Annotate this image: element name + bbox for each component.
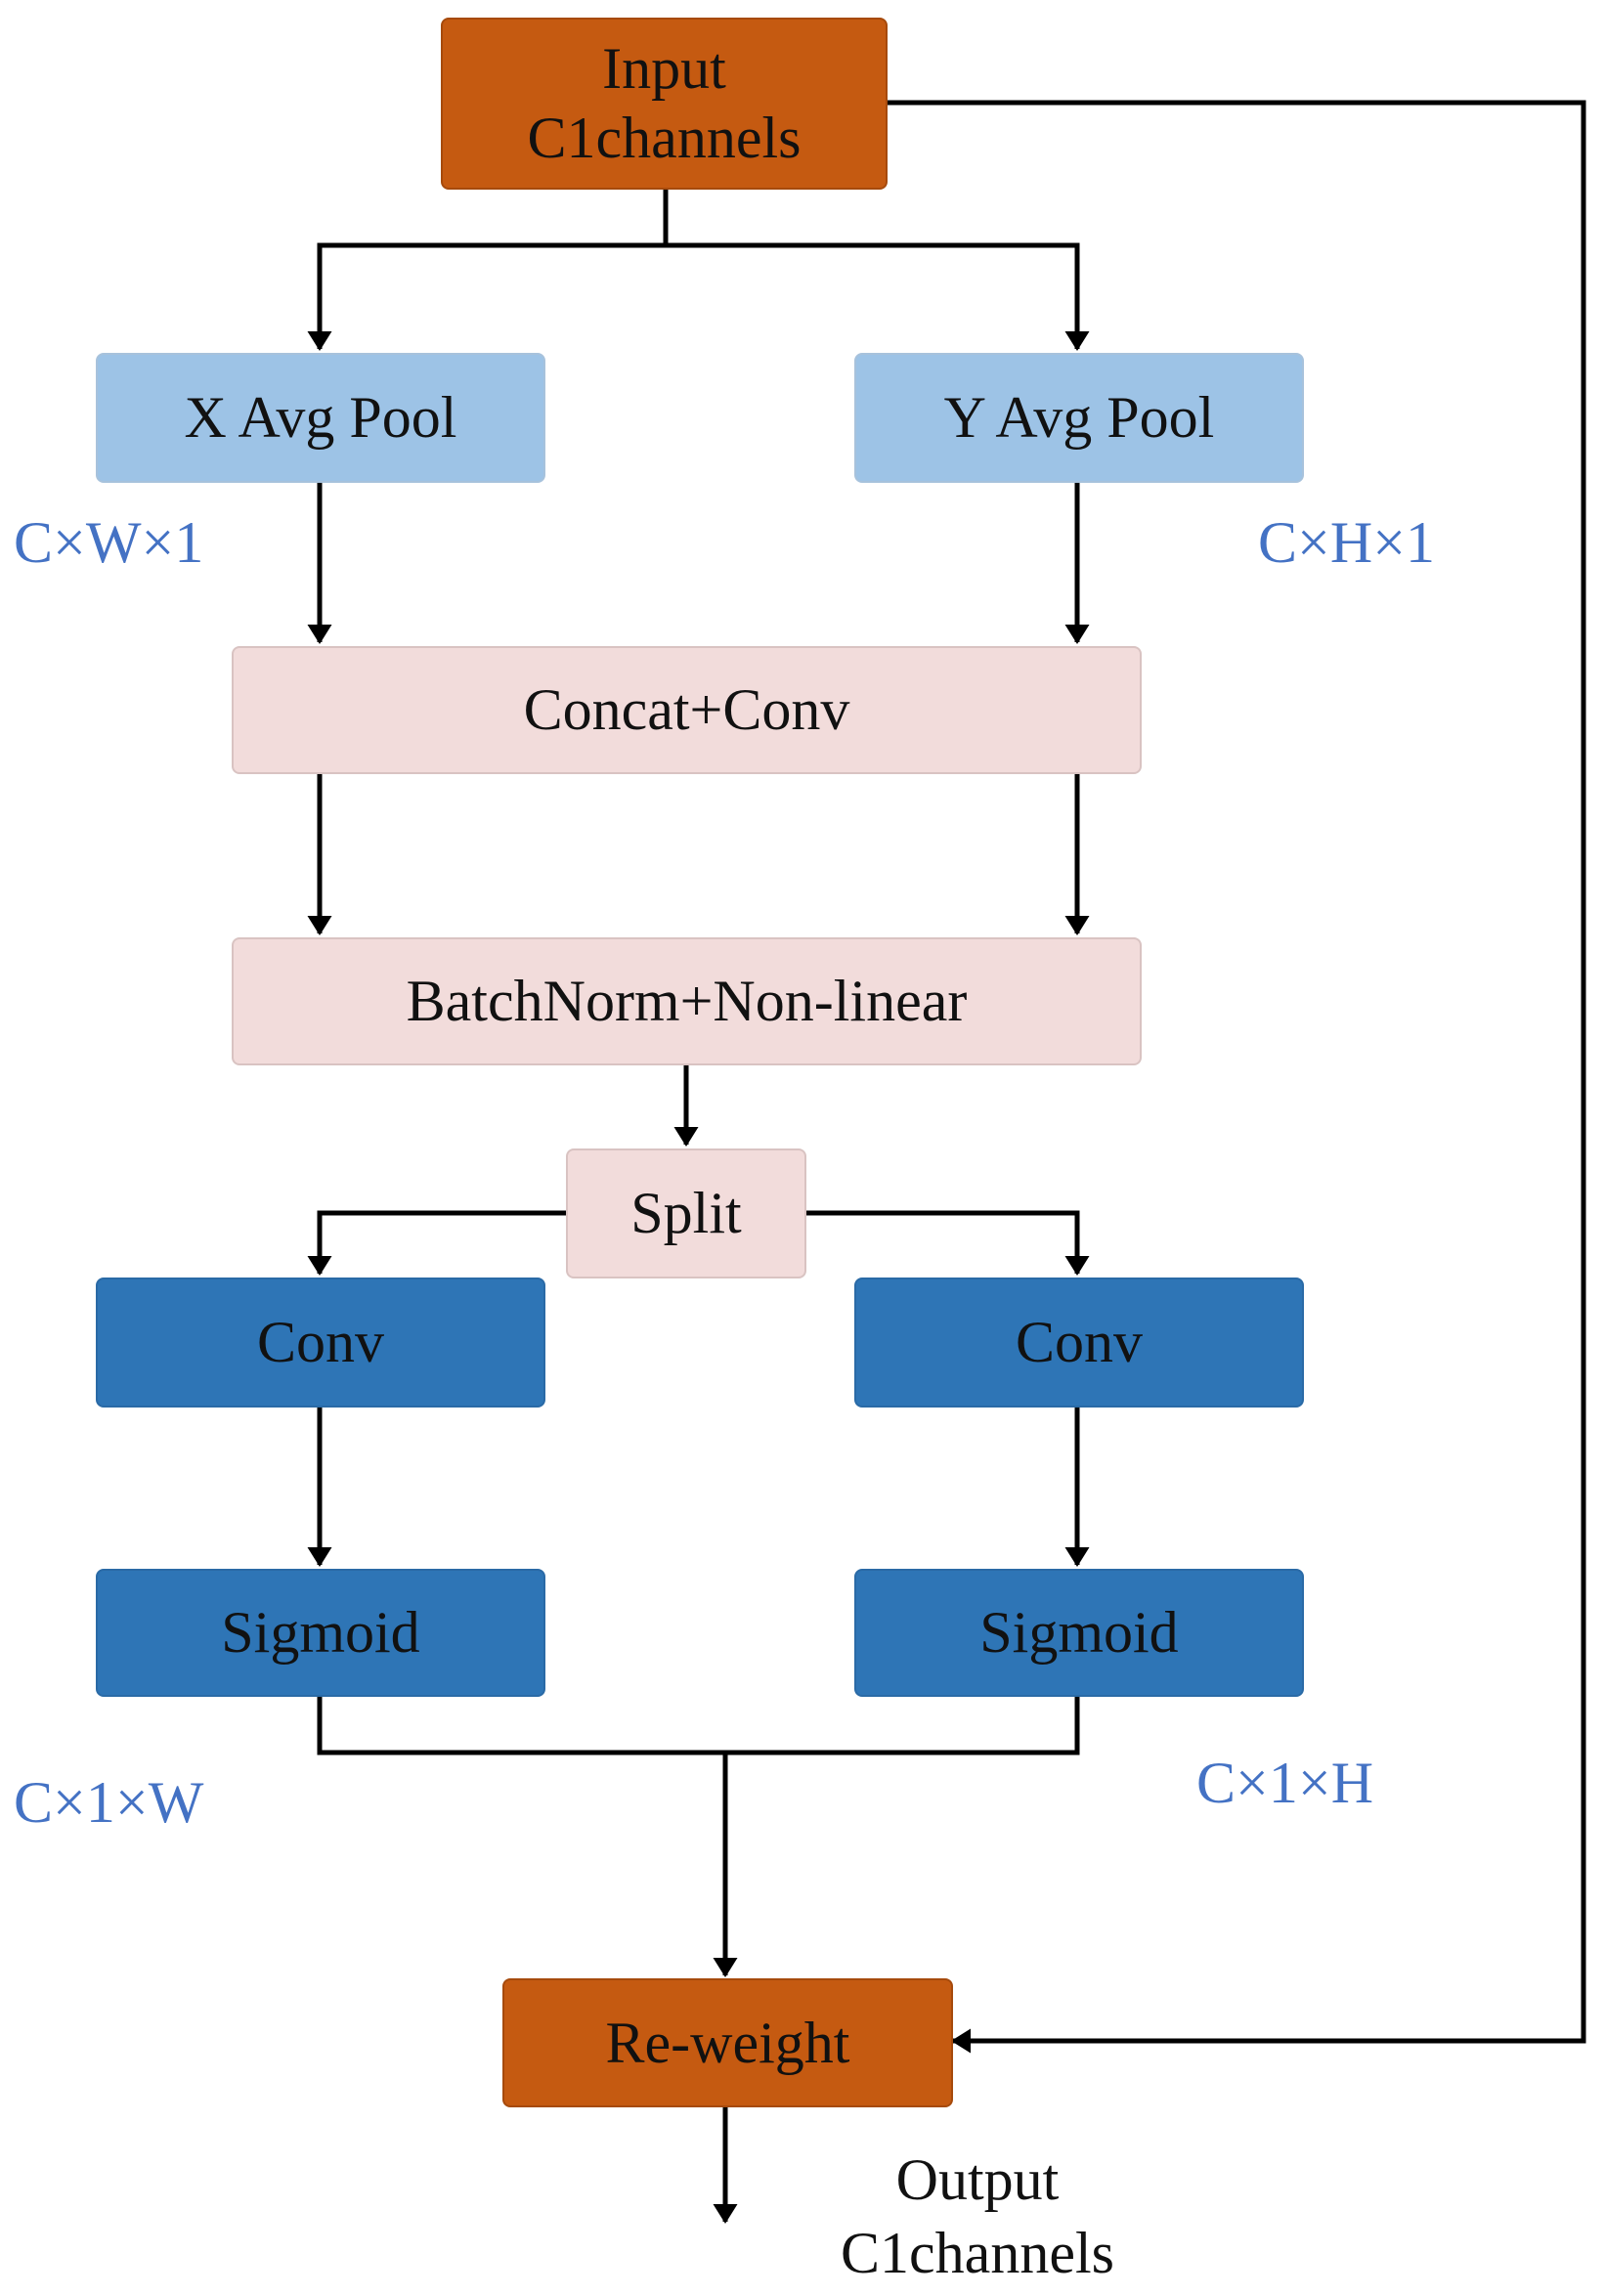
- reweight-label: Re-weight: [605, 2010, 850, 2075]
- output-title: Output: [895, 2147, 1060, 2212]
- right-weights-dimension-label: C×1×H: [1196, 1751, 1374, 1815]
- batchnorm-node: BatchNorm+Non-linear: [232, 937, 1142, 1065]
- input-node-title: Input: [602, 36, 726, 102]
- sigmoid-left-node: Sigmoid: [96, 1569, 545, 1697]
- conv-left-node: Conv: [96, 1278, 545, 1408]
- split-label: Split: [630, 1181, 742, 1246]
- input-node: Input C1channels: [441, 18, 888, 190]
- x-avg-pool-label: X Avg Pool: [184, 385, 457, 451]
- y-pool-dimension-label: C×H×1: [1258, 510, 1436, 575]
- output-label: Output C1channels: [782, 2144, 1173, 2290]
- output-channels: C1channels: [841, 2221, 1114, 2285]
- sigmoid-left-label: Sigmoid: [221, 1600, 420, 1666]
- sigmoid-right-node: Sigmoid: [854, 1569, 1304, 1697]
- edge-input-to-x-pool: [307, 190, 669, 352]
- concat-conv-label: Concat+Conv: [523, 677, 850, 743]
- edge-split-to-conv-left: [307, 1210, 566, 1277]
- left-weights-dimension-label: C×1×W: [14, 1770, 204, 1835]
- conv-right-node: Conv: [854, 1278, 1304, 1408]
- y-avg-pool-node: Y Avg Pool: [854, 353, 1304, 483]
- conv-right-label: Conv: [1015, 1310, 1144, 1375]
- batchnorm-label: BatchNorm+Non-linear: [406, 969, 968, 1034]
- sigmoid-right-label: Sigmoid: [979, 1600, 1179, 1666]
- input-node-channels: C1channels: [527, 106, 802, 170]
- edge-split-to-conv-right: [806, 1210, 1090, 1277]
- x-avg-pool-node: X Avg Pool: [96, 353, 545, 483]
- split-node: Split: [566, 1148, 806, 1278]
- concat-conv-node: Concat+Conv: [232, 646, 1142, 774]
- edge-input-skip-to-reweight: [888, 100, 1586, 2054]
- edge-sigmoids-merge: [317, 1696, 1080, 1755]
- edge-input-to-y-pool: [666, 242, 1090, 352]
- y-avg-pool-label: Y Avg Pool: [943, 385, 1215, 451]
- conv-left-label: Conv: [256, 1310, 385, 1375]
- x-pool-dimension-label: C×W×1: [14, 510, 204, 575]
- reweight-node: Re-weight: [502, 1978, 953, 2107]
